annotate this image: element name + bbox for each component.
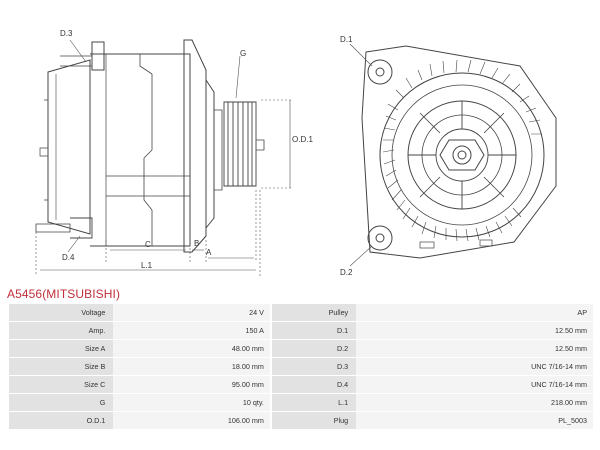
spec-value: 106.00 mm	[113, 412, 270, 429]
specs-table: Voltage 24 V Pulley AP Amp. 150 A D.1 12…	[9, 303, 593, 430]
spec-key: Voltage	[9, 304, 114, 321]
spec-key: D.3	[271, 358, 357, 375]
spec-key: D.2	[271, 340, 357, 357]
dimension-lines	[35, 99, 292, 276]
label-od1: O.D.1	[292, 135, 313, 144]
table-row: Amp. 150 A D.1 12.50 mm	[9, 322, 593, 339]
table-row: G 10 qty. L.1 218.00 mm	[9, 394, 593, 411]
table-row: Size B 18.00 mm D.3 UNC 7/16-14 mm	[9, 358, 593, 375]
alternator-front-view	[361, 45, 557, 259]
spec-value: AP	[356, 304, 593, 321]
spec-value: 218.00 mm	[356, 394, 593, 411]
spec-key: Pulley	[271, 304, 357, 321]
label-a: A	[206, 248, 212, 257]
spec-value: UNC 7/16-14 mm	[356, 358, 593, 375]
label-d2: D.2	[340, 268, 353, 277]
spec-value: 12.50 mm	[356, 322, 593, 339]
spec-value: UNC 7/16-14 mm	[356, 376, 593, 393]
label-c: C	[145, 240, 151, 249]
spec-value: 10 qty.	[113, 394, 270, 411]
label-b: B	[194, 239, 199, 248]
label-d3: D.3	[60, 29, 73, 38]
label-d4: D.4	[62, 253, 75, 262]
spec-value: 150 A	[113, 322, 270, 339]
spec-key: Size B	[9, 358, 114, 375]
spec-value: 18.00 mm	[113, 358, 270, 375]
spec-value: 12.50 mm	[356, 340, 593, 357]
spec-key: L.1	[271, 394, 357, 411]
spec-value: PL_5003	[356, 412, 593, 429]
table-row: Size C 95.00 mm D.4 UNC 7/16-14 mm	[9, 376, 593, 393]
product-title: A5456(MITSUBISHI)	[7, 287, 121, 301]
spec-value: 95.00 mm	[113, 376, 270, 393]
spec-value: 48.00 mm	[113, 340, 270, 357]
spec-key: D.4	[271, 376, 357, 393]
spec-key: G	[9, 394, 114, 411]
label-l1: L.1	[141, 261, 153, 270]
alternator-side-view	[35, 39, 265, 253]
table-row: O.D.1 106.00 mm Plug PL_5003	[9, 412, 593, 429]
table-row: Size A 48.00 mm D.2 12.50 mm	[9, 340, 593, 357]
spec-key: Amp.	[9, 322, 114, 339]
alternator-diagram: D.3 G O.D.1 D.4 C B A L.1 D.1 D.2	[35, 29, 557, 277]
table-row: Voltage 24 V Pulley AP	[9, 304, 593, 321]
spec-key: Plug	[271, 412, 357, 429]
label-d1: D.1	[340, 35, 353, 44]
spec-value: 24 V	[113, 304, 270, 321]
spec-key: Size A	[9, 340, 114, 357]
spec-key: D.1	[271, 322, 357, 339]
spec-key: O.D.1	[9, 412, 114, 429]
spec-key: Size C	[9, 376, 114, 393]
label-g: G	[240, 49, 246, 58]
